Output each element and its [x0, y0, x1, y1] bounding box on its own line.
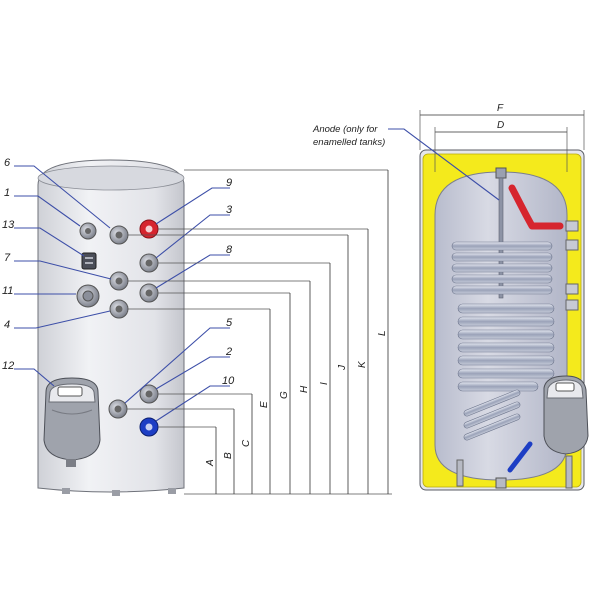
top-cap [37, 165, 185, 191]
bottom-leg [565, 455, 573, 489]
section-view: F D Anode (only for enamelled tanks) [312, 103, 589, 491]
port-4 [109, 299, 129, 319]
port-11 [76, 284, 100, 308]
upper-coil [451, 241, 553, 295]
coil-stub [565, 299, 579, 311]
leader-13 [14, 227, 85, 257]
callout-2: 2 [225, 346, 232, 358]
leader-1 [14, 195, 81, 227]
leader-3 [155, 214, 230, 259]
foot [112, 490, 120, 496]
anode-note-line-1: Anode (only for [312, 124, 378, 135]
dimension-D: D [497, 120, 504, 131]
callout-5: 5 [226, 317, 233, 329]
leader-8 [155, 254, 230, 289]
coil-stub [565, 283, 579, 295]
callout-10: 10 [222, 375, 235, 387]
dimension-F: F [497, 103, 504, 114]
element-cover [43, 377, 101, 467]
callout-9: 9 [226, 177, 232, 189]
dimension-L: L [377, 330, 388, 336]
callout-4: 4 [4, 319, 10, 331]
dimension-H: H [299, 385, 310, 393]
anode-note-line-2: enamelled tanks) [313, 137, 385, 148]
callout-8: 8 [226, 244, 233, 256]
foot [168, 488, 176, 494]
foot [62, 488, 70, 494]
anode-rod [495, 167, 507, 299]
callout-3: 3 [226, 204, 233, 216]
leader-12 [14, 368, 55, 387]
dimension-A: A [205, 459, 216, 467]
bottom-leg [456, 459, 464, 487]
dimension-B: B [223, 452, 234, 459]
hot-outlet-pipe [508, 184, 564, 230]
dimension-E: E [259, 401, 270, 408]
leader-6 [14, 165, 111, 229]
port-1 [79, 222, 97, 240]
callout-11: 11 [2, 285, 13, 297]
leader-5 [124, 327, 230, 404]
dimension-G: G [279, 391, 290, 399]
dimension-lines [215, 170, 389, 494]
section-element-cover [543, 375, 589, 455]
leader-7 [14, 260, 112, 280]
port-13-indicator [81, 252, 97, 270]
coil-stub [565, 239, 579, 251]
callout-13: 13 [2, 219, 15, 231]
port-9-hot-outlet [139, 219, 159, 239]
callout-7: 7 [4, 252, 11, 264]
port-5 [108, 399, 128, 419]
port-7 [109, 271, 129, 291]
leader-9 [155, 187, 230, 225]
dimension-K: K [357, 360, 368, 368]
hot-outlet-stub [565, 220, 579, 232]
leader-2 [155, 356, 230, 390]
anode-leader [388, 128, 500, 201]
dimension-C: C [241, 439, 252, 447]
port-10-cold-inlet [139, 417, 159, 437]
callout-1: 1 [4, 187, 10, 199]
callout-6: 6 [4, 157, 11, 169]
lower-coil [457, 303, 555, 441]
leader-4 [14, 310, 111, 329]
cold-inlet-pipe [507, 441, 533, 473]
port-8 [139, 283, 159, 303]
callout-12: 12 [2, 360, 14, 372]
bottom-stub [495, 477, 507, 489]
front-view: 6 1 13 7 11 4 12 9 3 8 5 2 10 [2, 157, 392, 496]
dimension-J: J [337, 364, 348, 371]
dimension-I: I [319, 382, 330, 385]
port-6 [109, 225, 129, 245]
port-3 [139, 253, 159, 273]
